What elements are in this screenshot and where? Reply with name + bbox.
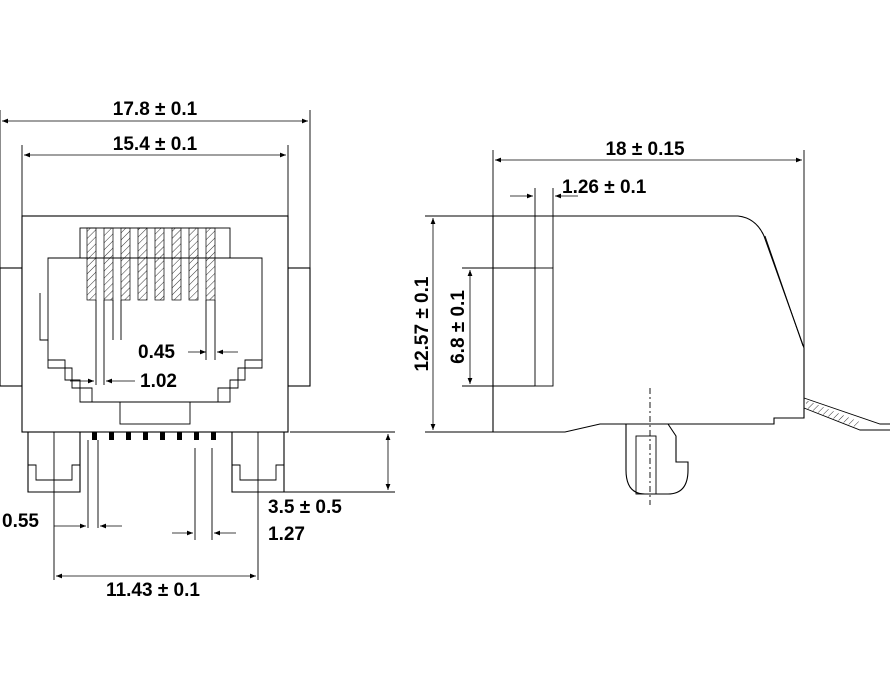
height-label: 12.57 ± 0.1 [412,276,433,371]
contact-pitch-label: 1.02 [140,371,177,392]
contact-finger [171,227,182,301]
pin [126,432,131,440]
side-post [625,423,689,495]
contact-finger [103,227,114,301]
front-view [0,215,311,580]
contact-finger [188,227,199,301]
post-spacing-label: 11.43 ± 0.1 [106,580,200,601]
inner-outline [39,257,263,341]
slot-width-label: 1.26 ± 0.1 [562,177,647,198]
contact-finger [154,227,165,301]
right-flange [287,267,311,387]
contact-fingers [86,227,216,301]
pin-pitch-label: 1.27 [268,524,305,545]
contact-finger [86,227,97,301]
contact-finger [205,227,216,301]
pin-width-label: 0.55 [2,511,39,532]
left-flange [0,267,23,387]
pin [211,432,216,440]
latch-tab [119,401,191,425]
pin [92,432,97,440]
pin [109,432,114,440]
pin [160,432,165,440]
slot-height-label: 6.8 ± 0.1 [448,290,469,364]
cable-lead-bottom [803,407,890,431]
contact-finger [120,227,131,301]
depth-label: 18 ± 0.15 [605,139,685,160]
side-dimensions [425,150,805,433]
side-housing [492,215,805,433]
front-dimensions [0,110,395,579]
cable-lead-top [803,397,890,425]
post-height-label: 3.5 ± 0.5 [268,497,342,518]
jack-step-right [217,360,263,402]
contact-finger [137,227,148,301]
dimension-labels: 17.8 ± 0.1 15.4 ± 0.1 0.45 1.02 0.55 1.2… [2,99,685,601]
side-post-hole [635,435,657,495]
inner-width-label: 15.4 ± 0.1 [113,134,198,155]
side-view [492,215,890,505]
jack-step-left [47,360,93,402]
side-slot [534,267,554,387]
overall-width-label: 17.8 ± 0.1 [113,99,198,120]
bottom-pins [92,432,216,440]
pin [177,432,182,440]
pin [143,432,148,440]
contact-width-label: 0.45 [138,342,175,363]
pin [194,432,199,440]
